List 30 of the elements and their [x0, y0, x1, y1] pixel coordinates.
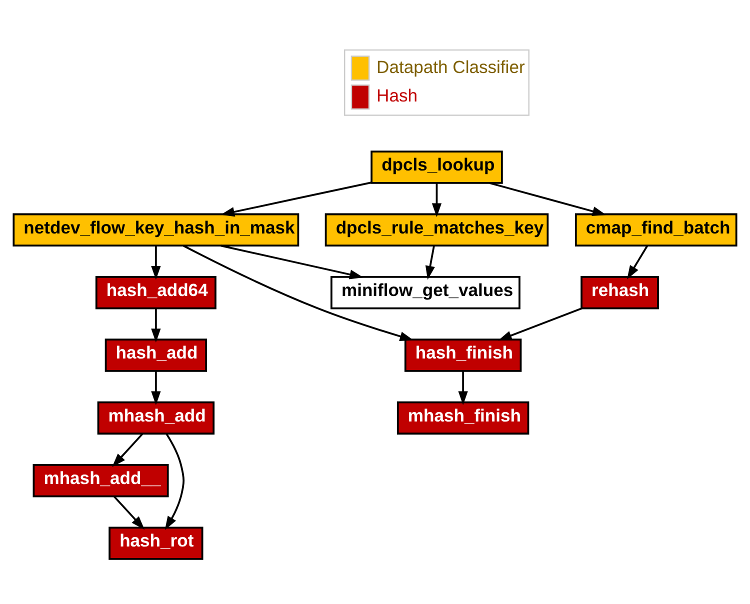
arrow	[490, 182, 606, 216]
node-box: mhash_add__	[32, 464, 169, 498]
arrow	[113, 496, 145, 530]
node-box: dpcls_lookup	[370, 150, 503, 184]
node-box: hash_add64	[95, 276, 216, 310]
arrow	[425, 246, 435, 280]
node-box: mhash_finish	[396, 401, 530, 435]
node-box: dpcls_rule_matches_key	[324, 213, 549, 247]
arrow	[220, 244, 364, 280]
arrow	[627, 245, 648, 280]
arrow	[458, 371, 468, 406]
arrow	[151, 246, 161, 280]
arrow	[151, 308, 161, 342]
node-box: cmap_find_batch	[574, 213, 738, 247]
node-box: mhash_add	[97, 401, 215, 435]
arrow	[220, 182, 372, 217]
arrow	[498, 308, 582, 341]
node-box: hash_add	[104, 338, 208, 372]
arrow	[432, 183, 442, 218]
legend-label: Hash	[376, 86, 418, 106]
node-box: netdev_flow_key_hash_in_mask	[12, 213, 300, 247]
arrow	[112, 433, 144, 468]
node-box: hash_finish	[404, 338, 522, 372]
legend-label: Datapath Classifier	[376, 56, 525, 77]
arrow	[183, 244, 414, 342]
node-box: miniflow_get_values	[330, 276, 520, 310]
node-box: rehash	[580, 276, 659, 310]
arrow	[164, 433, 185, 530]
node-box: hash_rot	[108, 526, 204, 560]
arrow	[151, 371, 161, 406]
